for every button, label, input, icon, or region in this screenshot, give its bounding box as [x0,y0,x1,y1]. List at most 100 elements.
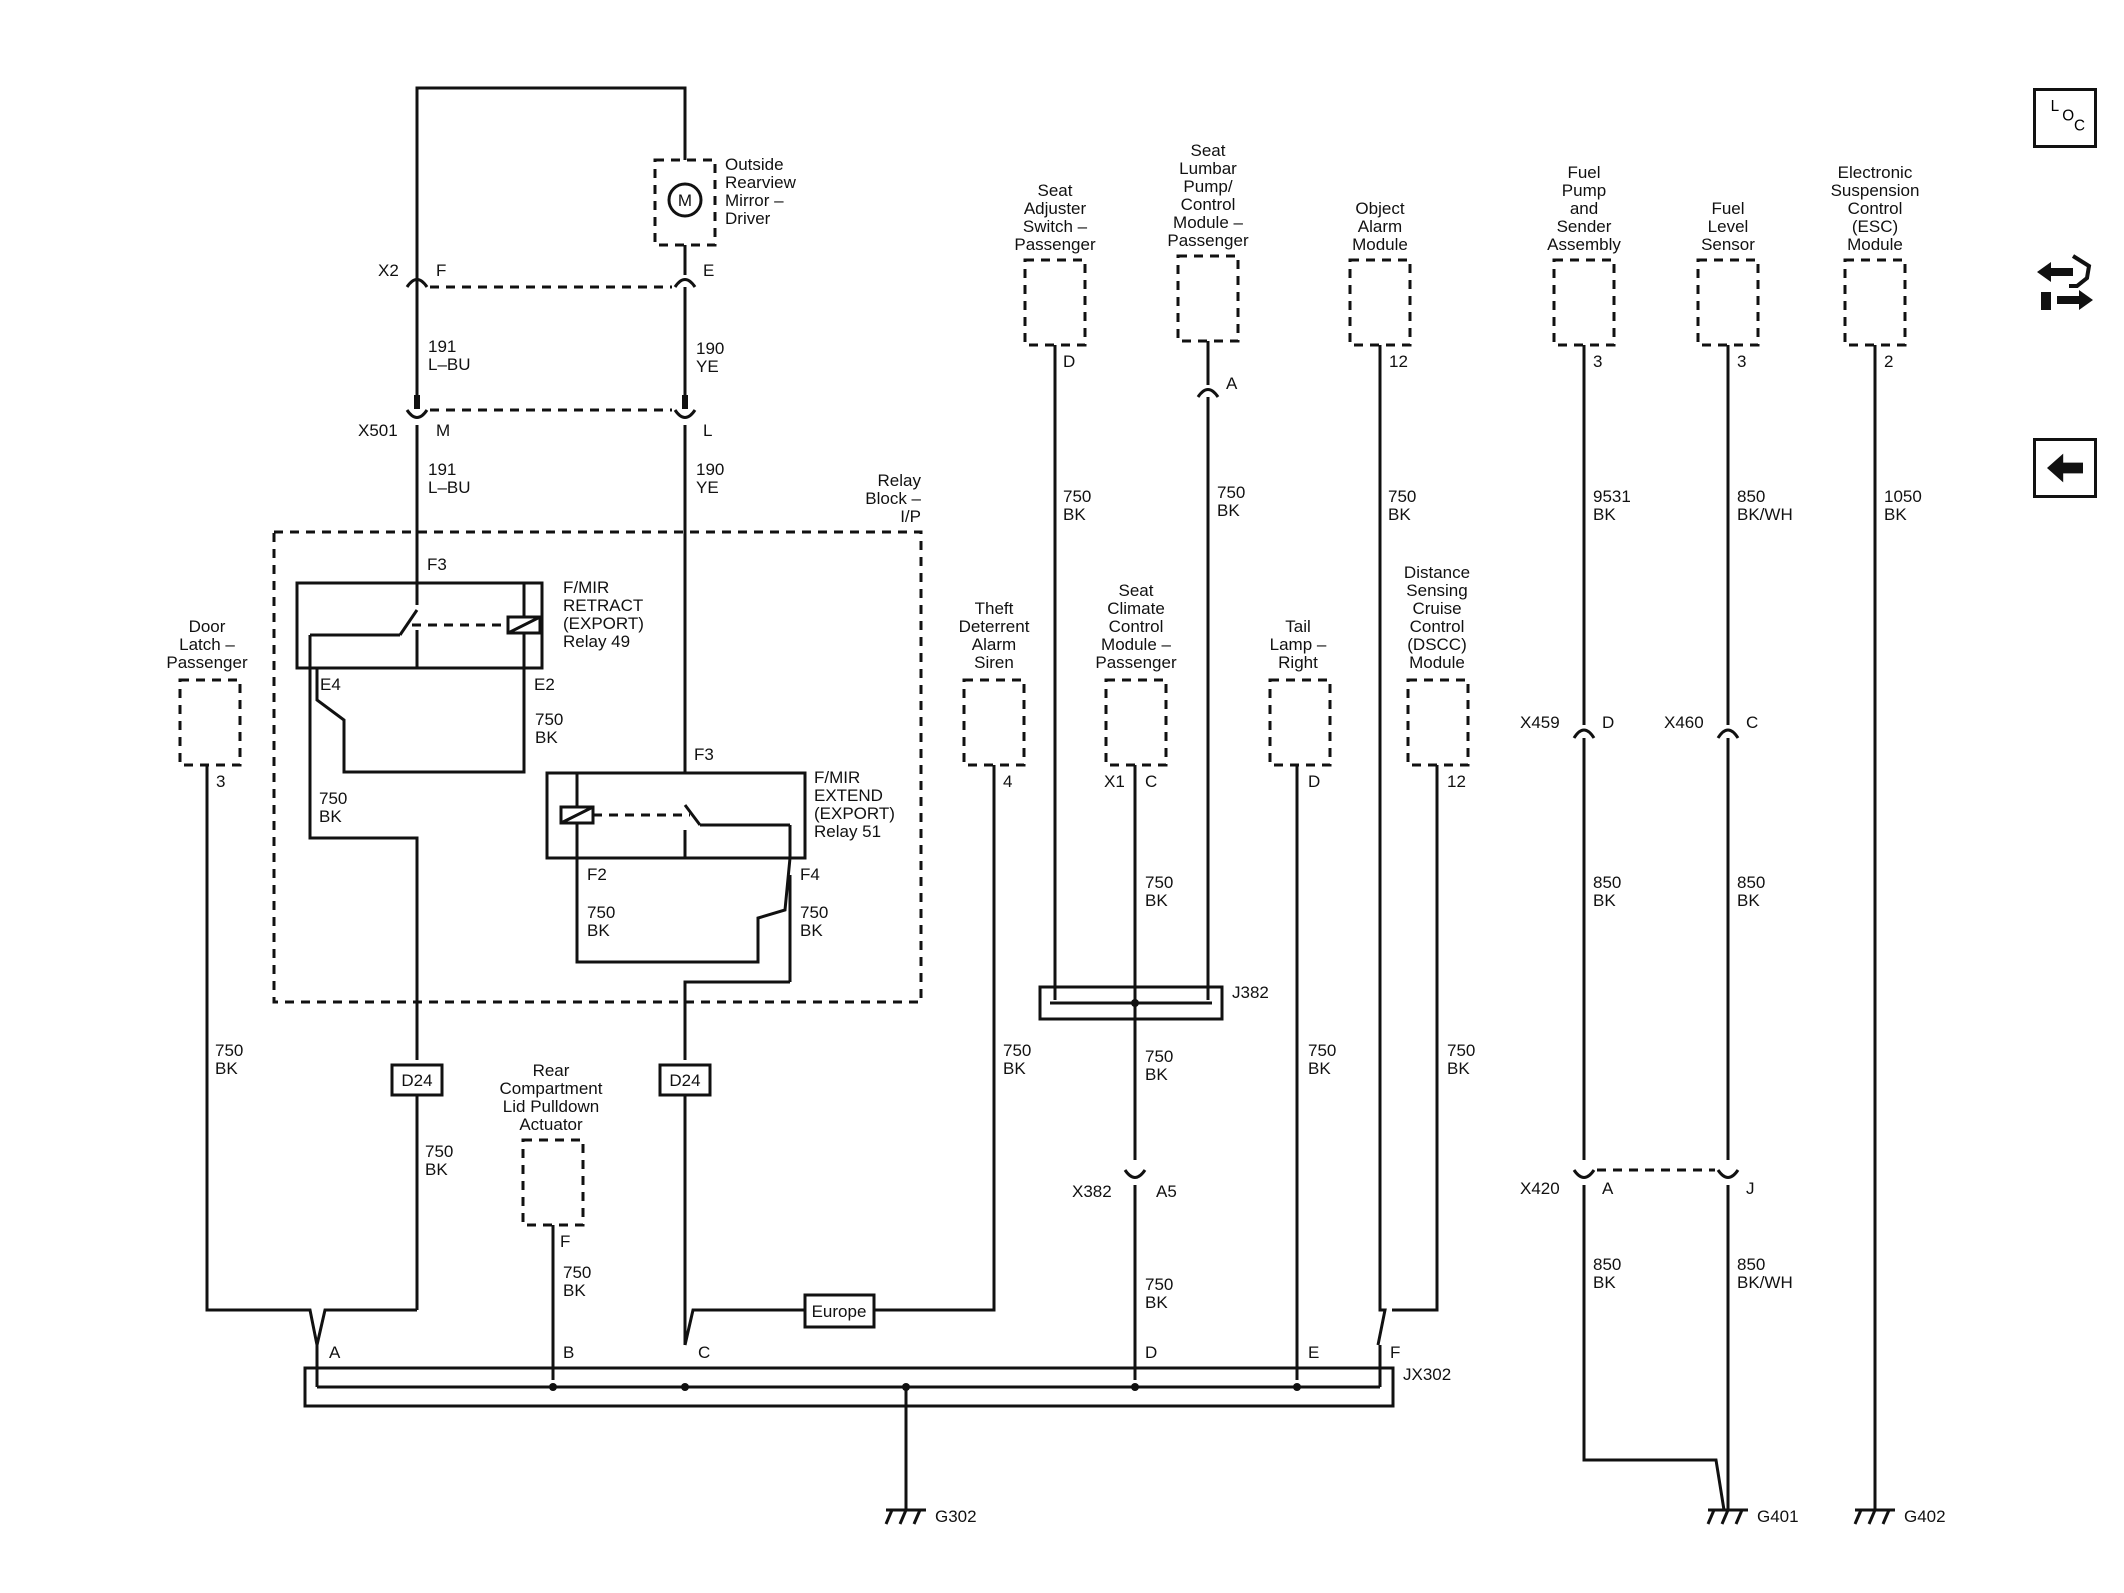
svg-text:750: 750 [1308,1041,1336,1060]
svg-text:Module: Module [1847,235,1903,254]
svg-text:BK: BK [1737,891,1760,910]
svg-text:E: E [1308,1343,1319,1362]
wire-bk-f2: BK [587,921,610,940]
svg-text:BK: BK [215,1059,238,1078]
svg-text:F/MIR: F/MIR [563,578,609,597]
motor-symbol [667,182,703,218]
svg-text:Relay 51: Relay 51 [814,822,881,841]
wire-190-a: 190 [696,339,724,358]
svg-text:A: A [1602,1179,1614,1198]
x2-pin-e: E [703,261,714,280]
svg-text:G302: G302 [935,1507,977,1526]
svg-text:12: 12 [1389,352,1408,371]
ground-g402: G402 [1853,1507,1946,1526]
x2-pin-f: F [436,261,446,280]
svg-text:Alarm: Alarm [972,635,1016,654]
svg-text:Lid Pulldown: Lid Pulldown [503,1097,599,1116]
relay49-pin-f3: F3 [427,555,447,574]
svg-text:EXTEND: EXTEND [814,786,883,805]
svg-text:BK/WH: BK/WH [1737,1273,1793,1292]
svg-text:750: 750 [215,1041,243,1060]
svg-text:A: A [1226,374,1238,393]
svg-text:Seat: Seat [1038,181,1073,200]
j382-splice: J382 [1038,983,1269,1021]
connector-end-view-icon[interactable] [2033,250,2097,322]
svg-text:D24: D24 [401,1071,432,1090]
svg-text:750: 750 [1217,483,1245,502]
fuel-pump-assembly: Fuel Pump and Sender Assembly 3 9531 BK … [1520,163,1726,1511]
svg-text:750: 750 [563,1263,591,1282]
seat-climate-module: Seat Climate Control Module – Passenger … [1072,581,1177,1380]
d24-left: D24 [390,1063,444,1097]
wire-lbu-b: L–BU [428,478,471,497]
svg-text:BK: BK [1145,891,1168,910]
svg-text:Object: Object [1355,199,1404,218]
svg-text:BK: BK [1003,1059,1026,1078]
svg-text:Switch –: Switch – [1023,217,1088,236]
svg-text:RETRACT: RETRACT [563,596,643,615]
svg-text:(EXPORT): (EXPORT) [814,804,895,823]
back-button[interactable] [2033,438,2097,498]
wire-bk-f4: BK [800,921,823,940]
svg-text:750: 750 [1145,1047,1173,1066]
svg-text:750: 750 [1145,1275,1173,1294]
wire-bk-d24: BK [425,1160,448,1179]
ground-g401: G401 [1706,1507,1799,1526]
svg-text:D: D [1145,1343,1157,1362]
rear-pulldown-actuator: Rear Compartment Lid Pulldown Actuator F… [500,1061,603,1380]
svg-text:Mirror –: Mirror – [725,191,784,210]
svg-text:Right: Right [1278,653,1318,672]
x501-pin-l: L [703,421,712,440]
svg-text:and: and [1570,199,1598,218]
svg-text:JX302: JX302 [1403,1365,1451,1384]
svg-text:(DSCC): (DSCC) [1407,635,1467,654]
x501-label: X501 [358,421,398,440]
svg-text:9531: 9531 [1593,487,1631,506]
svg-text:J382: J382 [1232,983,1269,1002]
svg-text:Relay: Relay [878,471,922,490]
location-button[interactable]: L O C [2033,88,2097,148]
svg-text:Seat: Seat [1191,141,1226,160]
wire-750-d24: 750 [425,1142,453,1161]
svg-text:C: C [2074,118,2085,135]
svg-text:C: C [1145,772,1157,791]
motor-label: M [678,191,692,210]
svg-text:850: 850 [1593,873,1621,892]
relay51-pin-f4: F4 [800,865,820,884]
back-arrow-icon [2047,453,2083,483]
svg-text:3: 3 [216,772,225,791]
svg-text:Deterrent: Deterrent [959,617,1030,636]
svg-text:BK: BK [1063,505,1086,524]
svg-text:3: 3 [1737,352,1746,371]
svg-text:X1: X1 [1104,772,1125,791]
object-alarm-module: Object Alarm Module 12 750 BK [1348,199,1416,1346]
relay-block-label: Relay Block – I/P [865,471,921,526]
wire-191-b: 191 [428,460,456,479]
svg-text:Lumbar: Lumbar [1179,159,1237,178]
svg-text:Passenger: Passenger [1095,653,1177,672]
svg-text:X420: X420 [1520,1179,1560,1198]
svg-text:X460: X460 [1664,713,1704,732]
svg-text:Module –: Module – [1173,213,1243,232]
svg-text:BK: BK [1593,1273,1616,1292]
svg-text:Seat: Seat [1119,581,1154,600]
svg-text:Lamp –: Lamp – [1270,635,1327,654]
loc-icon: L O C [2051,98,2085,135]
svg-text:850: 850 [1593,1255,1621,1274]
svg-text:750: 750 [1145,873,1173,892]
wire-191-a: 191 [428,337,456,356]
svg-text:Outside: Outside [725,155,784,174]
svg-text:L: L [2051,98,2060,115]
svg-text:3: 3 [1593,352,1602,371]
wire-lbu-a: L–BU [428,355,471,374]
svg-text:750: 750 [1003,1041,1031,1060]
wire-bk-e2: BK [535,728,558,747]
svg-text:Rear: Rear [533,1061,570,1080]
svg-text:Assembly: Assembly [1547,235,1621,254]
svg-text:D: D [1063,352,1075,371]
svg-text:Passenger: Passenger [166,653,248,672]
door-latch: Door Latch – Passenger 3 750 BK [166,617,319,1346]
svg-text:BK: BK [1593,891,1616,910]
svg-text:Tail: Tail [1285,617,1311,636]
lumbar-pump-module: Seat Lumbar Pump/ Control Module – Passe… [1167,141,1249,1000]
